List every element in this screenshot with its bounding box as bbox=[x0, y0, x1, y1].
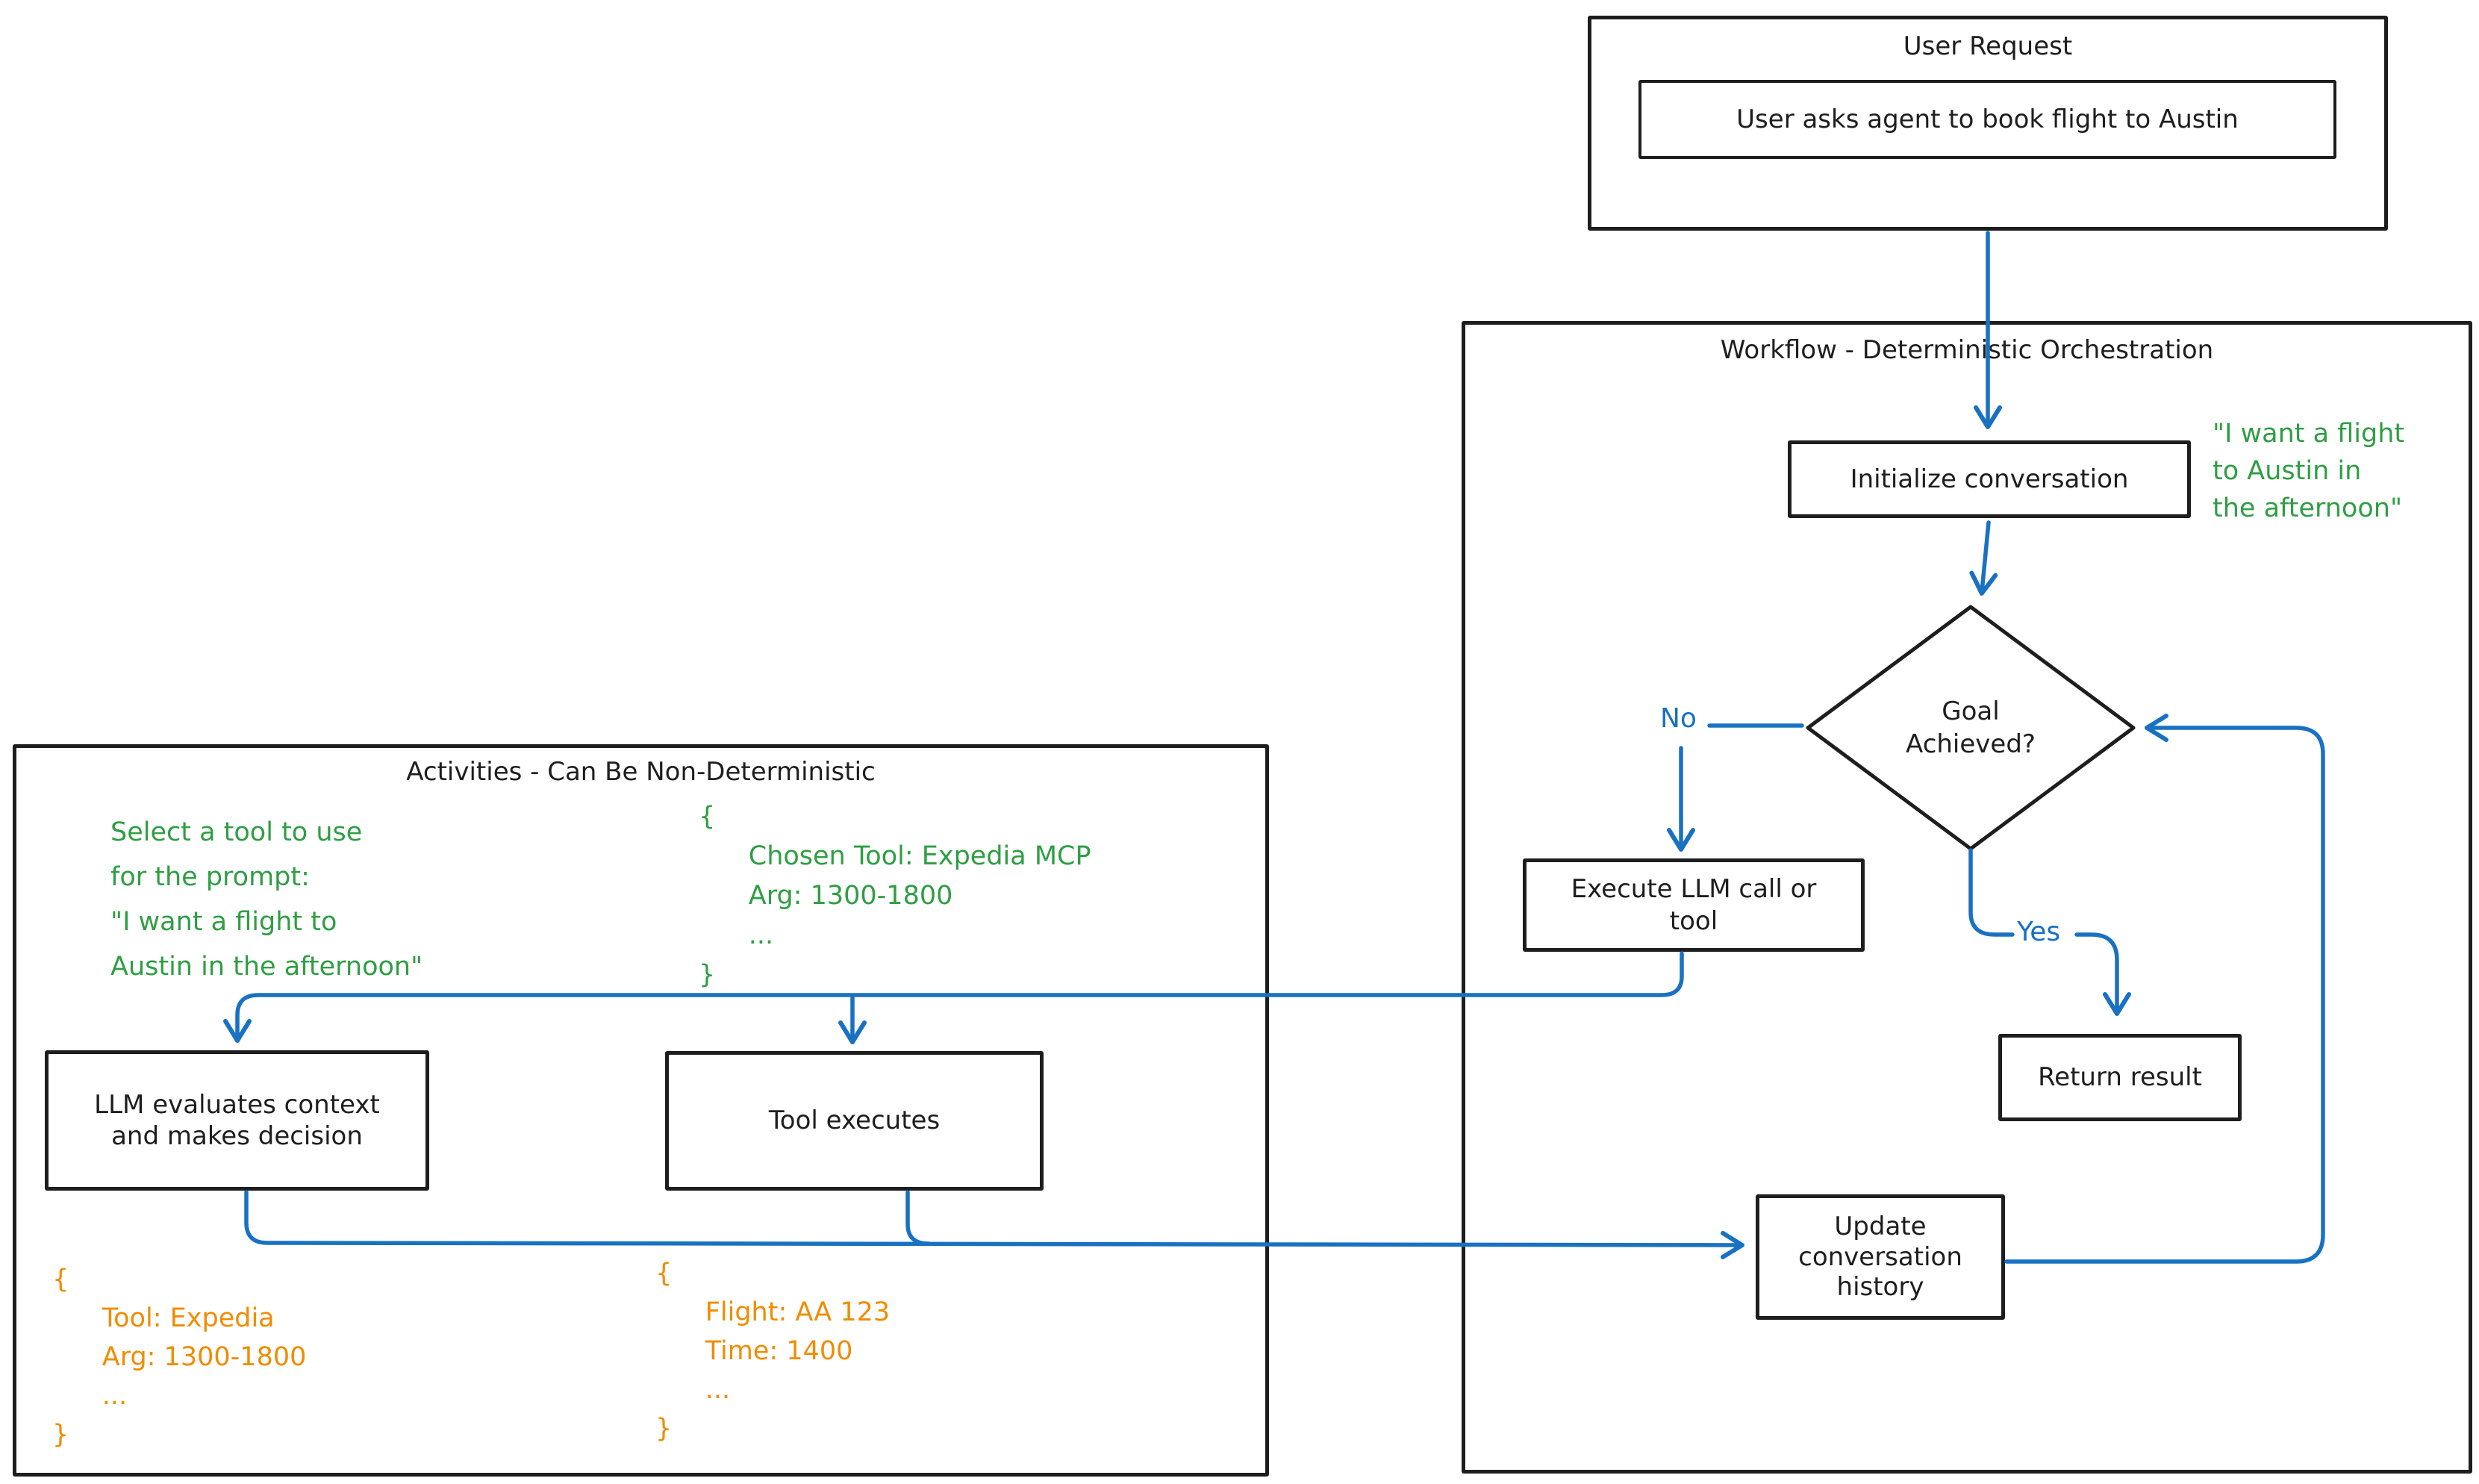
select-tool-annotation: Select a tool to use for the prompt: "I … bbox=[110, 817, 423, 982]
tool-executes-box: Tool executes bbox=[665, 1051, 1044, 1191]
no-label: No bbox=[1660, 703, 1697, 734]
llm-evaluates-box: LLM evaluates context and makes decision bbox=[45, 1050, 429, 1191]
activities-title: Activities - Can Be Non-Deterministic bbox=[406, 757, 876, 787]
chosen-tool-annotation: { Chosen Tool: Expedia MCP Arg: 1300-180… bbox=[699, 802, 1091, 990]
update-conversation-history-box: Update conversation history bbox=[1756, 1194, 2005, 1320]
tool-call-annotation: { Tool: Expedia Arg: 1300-1800 ... } bbox=[52, 1265, 307, 1450]
init-annotation: "I want a flight to Austin in the aftern… bbox=[2213, 419, 2405, 523]
goal-achieved-label: Goal Achieved? bbox=[1906, 696, 2036, 759]
user-request-container: User Request bbox=[1588, 16, 2388, 231]
activities-container: Activities - Can Be Non-Deterministic bbox=[13, 744, 1269, 1477]
workflow-title: Workflow - Deterministic Orchestration bbox=[1720, 335, 2214, 365]
tool-result-annotation: { Flight: AA 123 Time: 1400 ... } bbox=[655, 1259, 891, 1444]
user-request-title: User Request bbox=[1903, 31, 2073, 61]
user-message-box: User asks agent to book flight to Austin bbox=[1638, 80, 2336, 159]
yes-label: Yes bbox=[2017, 917, 2061, 947]
execute-llm-call-box: Execute LLM call or tool bbox=[1523, 858, 1865, 952]
workflow-container: Workflow - Deterministic Orchestration bbox=[1462, 321, 2472, 1474]
initialize-conversation-box: Initialize conversation bbox=[1788, 440, 2191, 518]
return-result-box: Return result bbox=[1998, 1034, 2242, 1121]
